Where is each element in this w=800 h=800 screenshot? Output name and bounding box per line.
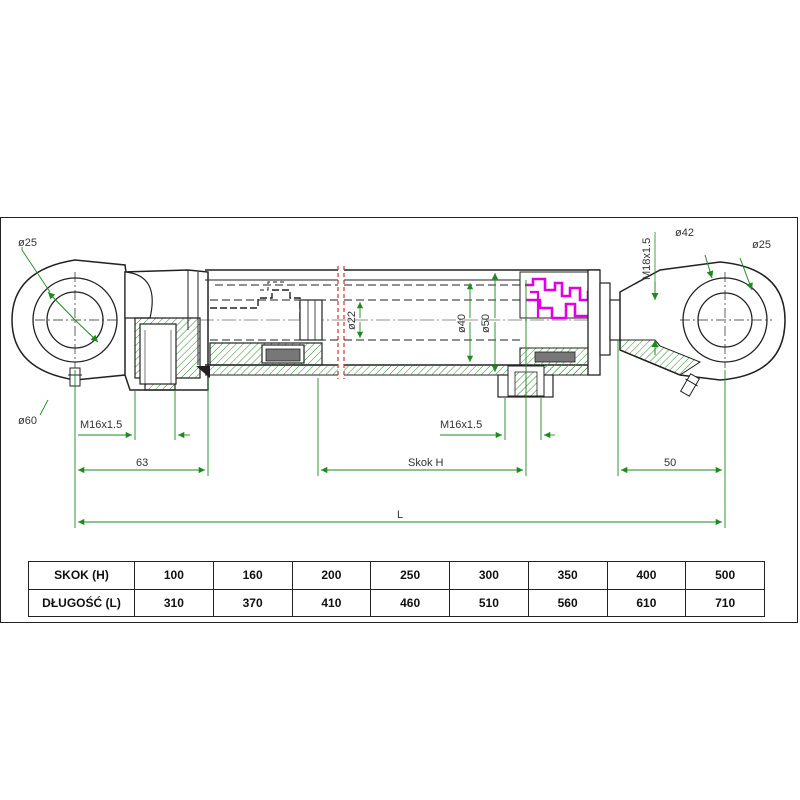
right-eye [609,232,786,397]
table-cell: 100 [134,561,214,590]
table-cell: 310 [134,588,214,617]
table-cell: 250 [370,561,450,590]
drawing-frame [0,217,798,623]
label-stroke: Skok H [408,457,444,469]
piston [209,281,323,366]
table-cell: 410 [291,588,372,617]
table-cell: 300 [449,561,529,590]
label-dim-50: 50 [664,457,676,469]
dimension-lines [21,247,726,528]
table-cell: 350 [527,561,608,590]
label-eye-left-outer: ø60 [18,415,37,427]
dimension-labels: ø25 ø60 M16x1.5 63 ø22 ø40 ø50 M16x1.5 S… [18,227,771,521]
base-head [124,269,210,391]
table-cell: 710 [685,588,765,617]
label-eye-right-bore: ø25 [752,239,771,251]
table-cell: 370 [212,588,293,617]
row-label-stroke: SKOK (H) [28,561,135,590]
table-cell: 560 [527,588,608,617]
table-row: DŁUGOŚĆ (L) 310 370 410 460 510 560 610 … [28,588,765,617]
table-row: SKOK (H) 100 160 200 250 300 350 400 500 [28,561,765,590]
label-port-right: M16x1.5 [440,419,482,431]
label-rod-diameter: ø22 [346,311,358,330]
table-cell: 610 [606,588,687,617]
label-dim-63: 63 [136,457,148,469]
row-label-length: DŁUGOŚĆ (L) [28,588,135,617]
label-eye-right-outer: ø42 [675,227,694,239]
stroke-length-table: SKOK (H) 100 160 200 250 300 350 400 500… [28,561,765,617]
table-cell: 160 [212,561,293,590]
label-rod-thread: M18x1.5 [641,238,653,280]
table-cell: 510 [449,588,529,617]
table-cell: 400 [606,561,687,590]
label-barrel-diameter: ø50 [480,314,492,333]
label-eye-left-bore: ø25 [18,237,37,249]
label-total-length: L [397,509,403,521]
label-port-left: M16x1.5 [80,419,122,431]
gland-head [497,269,611,400]
table-cell: 500 [685,561,765,590]
left-eye [11,259,131,387]
table-cell: 460 [370,588,450,617]
label-piston-diameter: ø40 [456,314,468,333]
table-cell: 200 [291,561,372,590]
